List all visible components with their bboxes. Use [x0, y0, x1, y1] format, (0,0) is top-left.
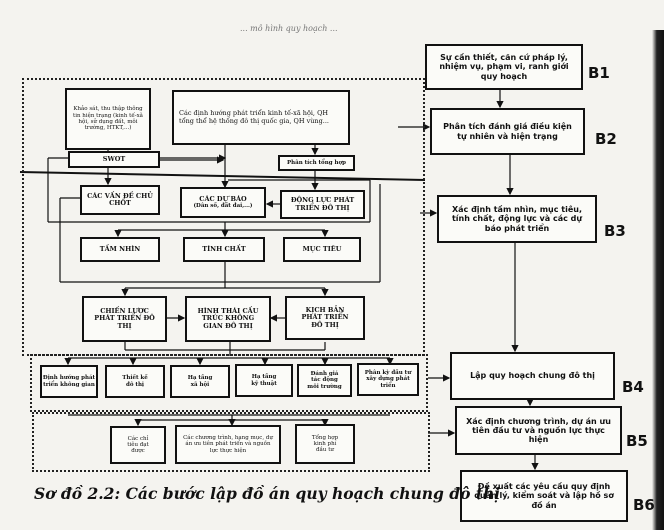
- step-b4-label: B4: [622, 378, 644, 396]
- planning-frame: [30, 354, 428, 412]
- forecasts-title: CÁC DỰ BÁO: [199, 194, 247, 203]
- row4-box-5: Đánh giá tác động môi trường: [297, 364, 352, 397]
- scenario-box: KỊCH BẢN PHÁT TRIỂN ĐÔ THỊ: [285, 296, 365, 340]
- row4-box-4: Hạ tầng kỹ thuật: [235, 364, 293, 397]
- orientation-box: Các định hướng phát triển kinh tế-xã hội…: [172, 90, 350, 145]
- step-b3-label: B3: [604, 222, 626, 240]
- forecasts-subtitle: (Dân số, đất đai,...): [193, 203, 253, 210]
- page-header-fragment: ... mô hình quy hoạch ...: [240, 24, 338, 33]
- step-b1-box: Sự cần thiết, căn cứ pháp lý, nhiệm vụ, …: [425, 44, 583, 90]
- step-b1-label: B1: [588, 64, 610, 82]
- row5-box-1: Các chỉ tiêu đạt được: [110, 426, 166, 464]
- page-edge-shadow: [652, 30, 664, 530]
- step-b6-label: B6: [633, 496, 655, 514]
- key-issues-box: CÁC VẤN ĐỀ CHỦ CHỐT: [80, 185, 160, 215]
- row5-box-3: Tổng hợp kinh phí đầu tư: [295, 424, 355, 464]
- step-b6-box: Đề xuất các yêu cầu quy định quản lý, ki…: [460, 470, 628, 522]
- survey-box: Khảo sát, thu thập thông tin hiện trạng …: [65, 88, 151, 150]
- row4-box-1: Định hướng phát triển không gian: [40, 365, 98, 398]
- vision-box: TẦM NHÌN: [80, 237, 160, 262]
- strategy-box: CHIẾN LƯỢC PHÁT TRIỂN ĐÔ THỊ: [82, 296, 167, 342]
- forecasts-box: CÁC DỰ BÁO (Dân số, đất đai,...): [180, 187, 266, 218]
- step-b3-box: Xác định tầm nhìn, mục tiêu, tính chất, …: [437, 195, 597, 243]
- swot-box: SWOT: [68, 151, 160, 168]
- row5-box-2: Các chương trình, hạng mục, dự án ưu tiê…: [175, 425, 281, 464]
- figure-caption: Sơ đồ 2.2: Các bước lập đồ án quy hoạch …: [34, 484, 501, 503]
- row4-box-3: Hạ tầng xã hội: [170, 365, 230, 398]
- drivers-box: ĐỘNG LỰC PHÁT TRIỂN ĐÔ THỊ: [280, 190, 365, 219]
- step-b4-box: Lập quy hoạch chung đô thị: [450, 352, 615, 400]
- program-frame: [32, 412, 430, 472]
- step-b5-label: B5: [626, 432, 648, 450]
- step-b5-box: Xác định chương trình, dự án ưu tiên đầu…: [455, 406, 622, 455]
- step-b2-label: B2: [595, 130, 617, 148]
- goals-box: MỤC TIÊU: [283, 237, 361, 262]
- nature-box: TÍNH CHẤT: [183, 237, 265, 262]
- row4-box-6: Phân kỳ đầu tư xây dựng phát triển: [357, 363, 419, 396]
- synthesis-box: Phân tích tổng hợp: [278, 155, 355, 171]
- morphology-box: HÌNH THÁI CẤU TRÚC KHÔNG GIAN ĐÔ THỊ: [185, 296, 271, 342]
- row4-box-2: Thiết kế đô thị: [105, 365, 165, 398]
- step-b2-box: Phân tích đánh giá điều kiện tự nhiên và…: [430, 108, 585, 155]
